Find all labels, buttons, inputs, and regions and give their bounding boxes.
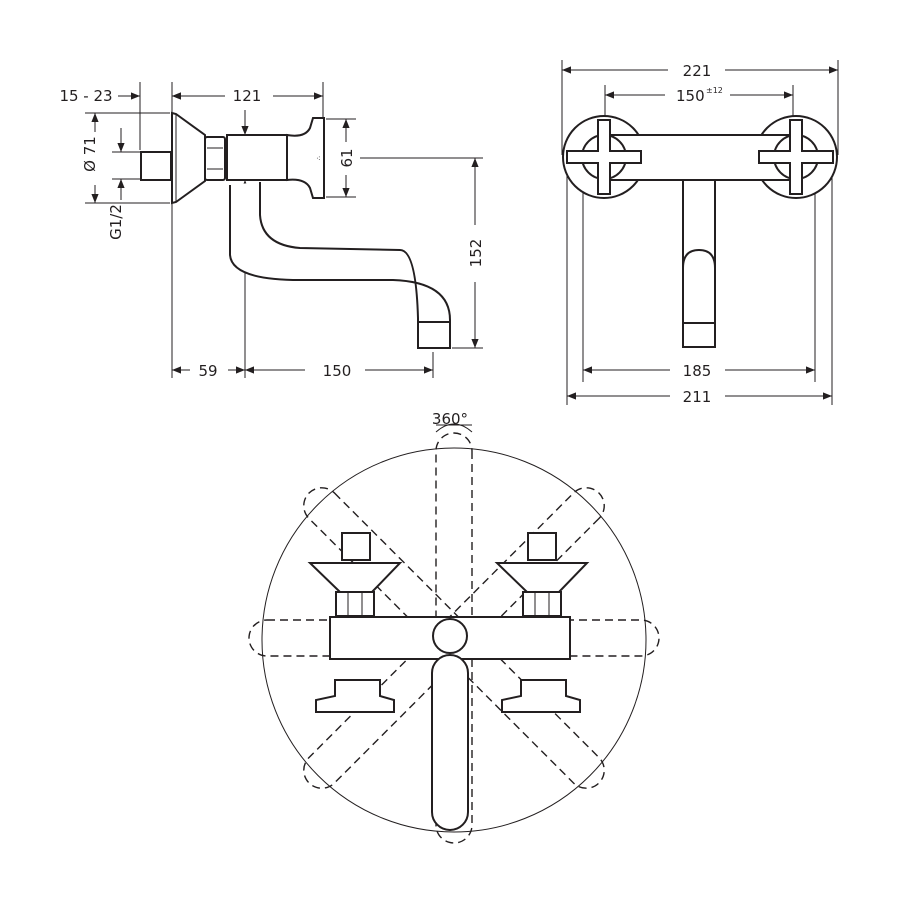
left-handle-top (307, 532, 403, 713)
hex-nut (204, 136, 226, 181)
rosette (171, 111, 206, 205)
top-view: 360° (248, 410, 660, 844)
left-cross-handle (566, 119, 642, 195)
rotation-circle (261, 447, 647, 833)
dim-thread-label: G1/2 (107, 204, 125, 240)
valve-body (226, 134, 288, 181)
dim-depth-label: 121 (233, 87, 262, 105)
spout (229, 182, 451, 349)
dim-centers-label: 150 (676, 87, 705, 105)
spout-front (682, 179, 716, 348)
cross-handle-side (286, 117, 325, 199)
dim-centers-tolerance: ±12 (706, 86, 723, 95)
dim-spout-reach-label: 150 (323, 362, 352, 380)
right-handle-top (494, 532, 590, 713)
dim-spout-drop-label: 152 (467, 239, 485, 268)
connector (140, 151, 172, 181)
dim-inner-width-label: 185 (683, 362, 712, 380)
spout-swivel (432, 618, 468, 654)
dim-handle-height-label: 61 (338, 148, 356, 167)
right-cross-handle (758, 119, 834, 195)
rotation-label: 360° (432, 410, 468, 428)
dim-wall-to-spout-label: 59 (198, 362, 217, 380)
dim-outer-width-label: 211 (683, 388, 712, 406)
center-mark: ⁖ (316, 154, 321, 163)
dim-offset-label: 15 - 23 (59, 87, 112, 105)
front-view: 221 150 ±12 185 211 (561, 60, 839, 406)
dim-rosette-diameter-label: Ø 71 (81, 136, 99, 172)
dim-overall-width-label: 221 (683, 62, 712, 80)
side-view: 15 - 23 121 Ø 71 G1/2 35 61 152 59 150 (59, 82, 485, 380)
spout-top (431, 654, 469, 831)
